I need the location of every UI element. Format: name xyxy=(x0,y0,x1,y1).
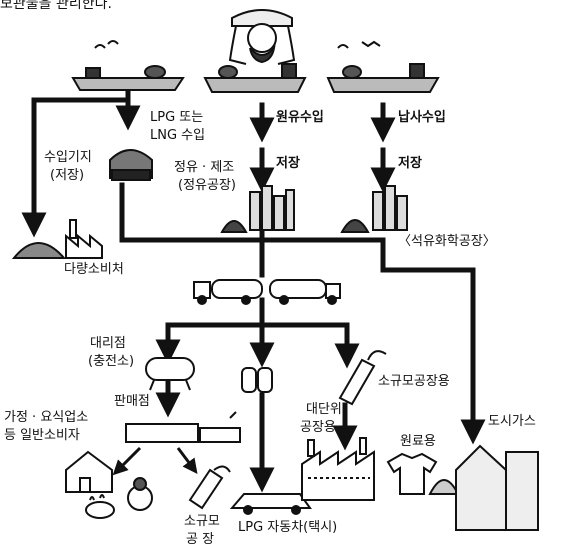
chef-icon xyxy=(127,477,153,511)
retail-store-icon xyxy=(125,411,241,443)
import-base-tank-icon xyxy=(109,149,153,181)
lpg-taxi-icon xyxy=(229,493,312,515)
label-storage-center: 저장 xyxy=(276,156,300,171)
label-import-base-1: 수입기지 xyxy=(44,150,92,165)
label-lpg-lng-import-1: LPG 또는 xyxy=(150,110,204,125)
label-refining-2: (정유공장) xyxy=(178,178,236,193)
agency-tank-icon xyxy=(145,357,195,391)
bulk-consumer-plant-icon xyxy=(11,219,103,259)
label-crude-import: 원유수입 xyxy=(276,110,324,125)
ship-icon-left xyxy=(71,40,185,91)
flow-right-to-city-gas xyxy=(380,237,486,445)
large-factory-icon xyxy=(301,437,375,501)
coffee-cup-icon xyxy=(85,494,115,519)
label-raw-material: 원료용 xyxy=(400,434,436,449)
label-large-factory-1: 대단위 xyxy=(306,402,342,417)
tank-truck-icon-1 xyxy=(193,279,263,305)
label-retailer: 판매점 xyxy=(114,394,150,409)
petrochem-plant-icon xyxy=(340,185,408,233)
flow-lines xyxy=(21,87,486,493)
label-agency-1: 대리점 xyxy=(90,336,126,351)
clothes-icon xyxy=(386,452,438,495)
portable-tank-icon xyxy=(338,350,387,406)
retail-arrows xyxy=(112,446,198,476)
label-storage-right: 저장 xyxy=(398,156,422,171)
label-naphtha-import: 납사수입 xyxy=(398,110,446,125)
dome-tank-icon xyxy=(428,479,460,495)
label-bulk-consumer: 다량소비처 xyxy=(64,262,124,277)
label-city-gas: 도시가스 xyxy=(488,414,536,429)
label-household-1: 가정 · 요식업소 xyxy=(4,410,89,425)
tank-truck-icon-2 xyxy=(269,279,341,305)
ship-icon-right xyxy=(326,40,440,93)
label-import-base-2: (저장) xyxy=(50,168,85,183)
small-factory-tank-icon xyxy=(188,465,231,510)
label-small-factory-bottom-1: 소규모 xyxy=(184,514,220,529)
label-small-factory-bottom-2: 공 장 xyxy=(186,532,215,547)
flow-left-tanker-to-bulk xyxy=(21,87,131,238)
label-lpg-taxi: LPG 자동차(택시) xyxy=(238,520,338,535)
label-refining-1: 정유 · 제조 xyxy=(174,160,235,175)
gas-cylinders-icon xyxy=(241,367,273,393)
oil-producer-figure-icon xyxy=(228,9,296,65)
label-lpg-lng-import-2: LNG 수입 xyxy=(150,128,206,143)
label-petrochem: 〈석유화학공장〉 xyxy=(398,234,496,249)
refinery-icon xyxy=(220,185,295,233)
label-small-factory-right: 소규모공장용 xyxy=(378,374,450,389)
top-caption: 보관물을 관리한다. xyxy=(0,0,112,12)
house-icon xyxy=(65,450,113,493)
flow-import-base-down xyxy=(119,182,386,243)
ship-icon-center xyxy=(203,63,307,93)
city-buildings-icon xyxy=(455,444,539,531)
label-household-2: 등 일반소비자 xyxy=(4,428,80,443)
label-large-factory-2: 공장용 xyxy=(300,420,336,435)
label-agency-2: (충전소) xyxy=(88,354,135,369)
